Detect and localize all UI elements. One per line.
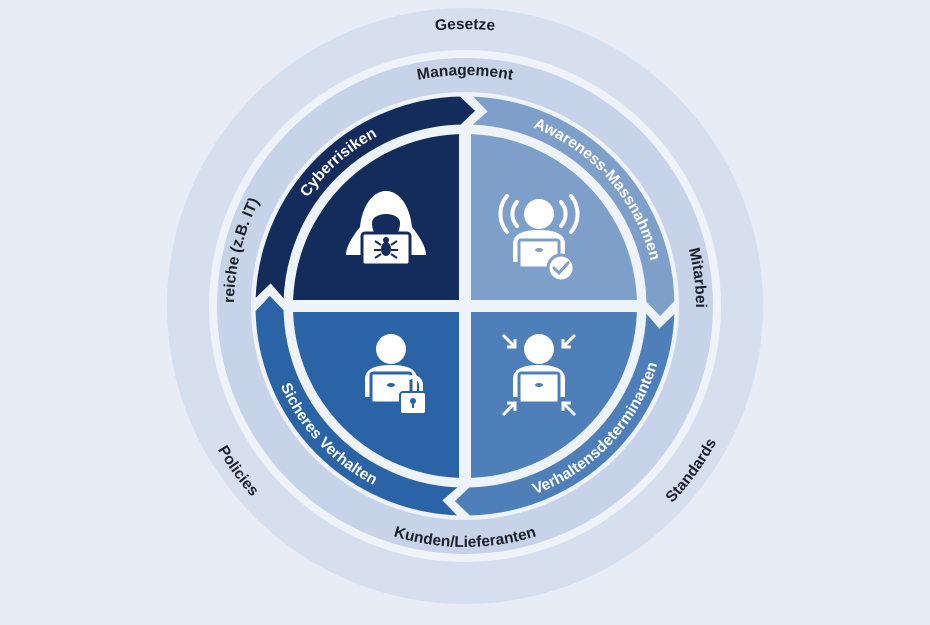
cycle-arrow-cyberrisiken [252, 93, 480, 307]
outer-label-gesetze: Gesetze [434, 16, 496, 35]
cycle-arrow-awareness [464, 93, 678, 321]
cycle-arrow-sicheres-verhalten [252, 291, 466, 519]
hacker-laptop-bug-icon [346, 191, 426, 267]
person-laptop-lock-icon [365, 334, 427, 415]
person-laptop-arrows-inward-icon [501, 333, 577, 417]
cycle-arrow-verhaltensdeterminanten [450, 305, 678, 519]
person-laptop-broadcast-check-icon [498, 194, 580, 283]
quadrant-divider-horizontal [289, 300, 641, 312]
